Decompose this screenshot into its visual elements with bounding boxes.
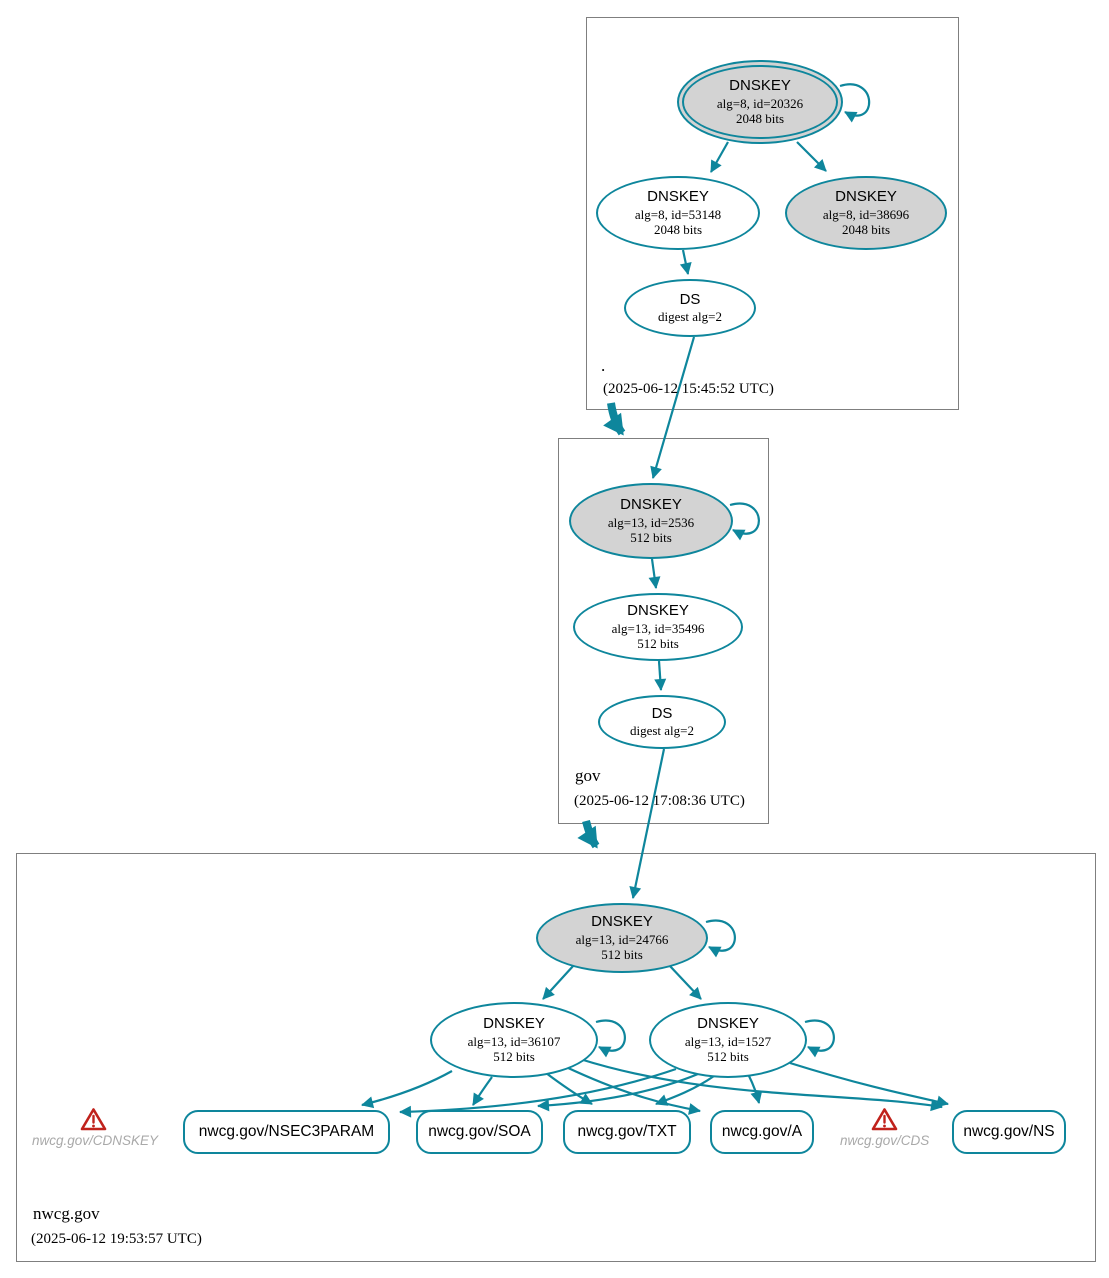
node-detail: 2048 bits [841, 222, 891, 238]
node-title: DS [651, 704, 673, 722]
node-detail: 512 bits [630, 530, 672, 546]
rrset-txt[interactable]: nwcg.gov/TXT [563, 1110, 691, 1154]
warning-label-cds: nwcg.gov/CDS [840, 1133, 930, 1148]
nwcg-zsk-right-dnskey-node[interactable]: DNSKEY alg=13, id=1527 512 bits [649, 1002, 807, 1078]
root-zone-timestamp: (2025-06-12 15:45:52 UTC) [603, 381, 774, 397]
node-detail: 2048 bits [735, 111, 785, 127]
root-ksk-dnskey-node[interactable]: DNSKEY alg=8, id=20326 2048 bits [677, 60, 843, 144]
node-title: DNSKEY [697, 1014, 759, 1032]
node-title: DNSKEY [591, 912, 653, 930]
node-detail: alg=8, id=20326 [716, 95, 804, 111]
gov-ds-node[interactable]: DS digest alg=2 [598, 695, 726, 749]
node-title: DNSKEY [647, 187, 709, 205]
node-detail: 512 bits [493, 1049, 535, 1065]
node-detail: alg=13, id=36107 [467, 1033, 561, 1049]
node-title: DNSKEY [835, 187, 897, 205]
nwcg-zone-timestamp: (2025-06-12 19:53:57 UTC) [31, 1231, 202, 1247]
gov-zsk-dnskey-node[interactable]: DNSKEY alg=13, id=35496 512 bits [573, 593, 743, 661]
nwcg-ksk-dnskey-node[interactable]: DNSKEY alg=13, id=24766 512 bits [536, 903, 708, 973]
node-detail: alg=13, id=35496 [611, 620, 705, 636]
gov-ksk-dnskey-node[interactable]: DNSKEY alg=13, id=2536 512 bits [569, 483, 733, 559]
root-ds-node[interactable]: DS digest alg=2 [624, 279, 756, 337]
node-title: DNSKEY [620, 495, 682, 513]
node-detail: alg=13, id=24766 [575, 931, 669, 947]
rrset-soa[interactable]: nwcg.gov/SOA [416, 1110, 543, 1154]
root-ksk-dnskey-inner: DNSKEY alg=8, id=20326 2048 bits [682, 65, 838, 139]
gov-zone-timestamp: (2025-06-12 17:08:36 UTC) [574, 793, 745, 809]
rrset-ns[interactable]: nwcg.gov/NS [952, 1110, 1066, 1154]
node-title: DNSKEY [483, 1014, 545, 1032]
node-detail: 512 bits [637, 636, 679, 652]
nwcg-zsk-left-dnskey-node[interactable]: DNSKEY alg=13, id=36107 512 bits [430, 1002, 598, 1078]
gov-zone-label: gov [575, 766, 601, 785]
node-detail: alg=8, id=38696 [822, 206, 910, 222]
node-title: DS [679, 290, 701, 308]
root-zone-label: . [601, 356, 606, 375]
rrset-a[interactable]: nwcg.gov/A [710, 1110, 814, 1154]
edge-delegation-gov-to-nwcg [577, 820, 600, 849]
warning-label-cdnskey: nwcg.gov/CDNSKEY [32, 1133, 159, 1148]
node-title: DNSKEY [627, 601, 689, 619]
rrset-nsec3param[interactable]: nwcg.gov/NSEC3PARAM [183, 1110, 390, 1154]
node-detail: 512 bits [601, 947, 643, 963]
node-detail: alg=13, id=2536 [607, 514, 695, 530]
root-zsk-left-dnskey-node[interactable]: DNSKEY alg=8, id=53148 2048 bits [596, 176, 760, 250]
node-detail: alg=8, id=53148 [634, 206, 722, 222]
node-detail: 2048 bits [653, 222, 703, 238]
root-zsk-right-dnskey-node[interactable]: DNSKEY alg=8, id=38696 2048 bits [785, 176, 947, 250]
nwcg-zone-label: nwcg.gov [33, 1204, 100, 1223]
warning-exclamation-dot [883, 1124, 886, 1128]
node-detail: digest alg=2 [657, 309, 723, 325]
warning-exclamation-dot [92, 1124, 95, 1128]
warning-triangle-icon[interactable] [871, 1107, 898, 1132]
node-title: DNSKEY [729, 76, 791, 94]
node-detail: 512 bits [707, 1049, 749, 1065]
node-detail: digest alg=2 [629, 723, 695, 739]
warning-triangle-icon[interactable] [80, 1107, 107, 1132]
node-detail: alg=13, id=1527 [684, 1033, 772, 1049]
